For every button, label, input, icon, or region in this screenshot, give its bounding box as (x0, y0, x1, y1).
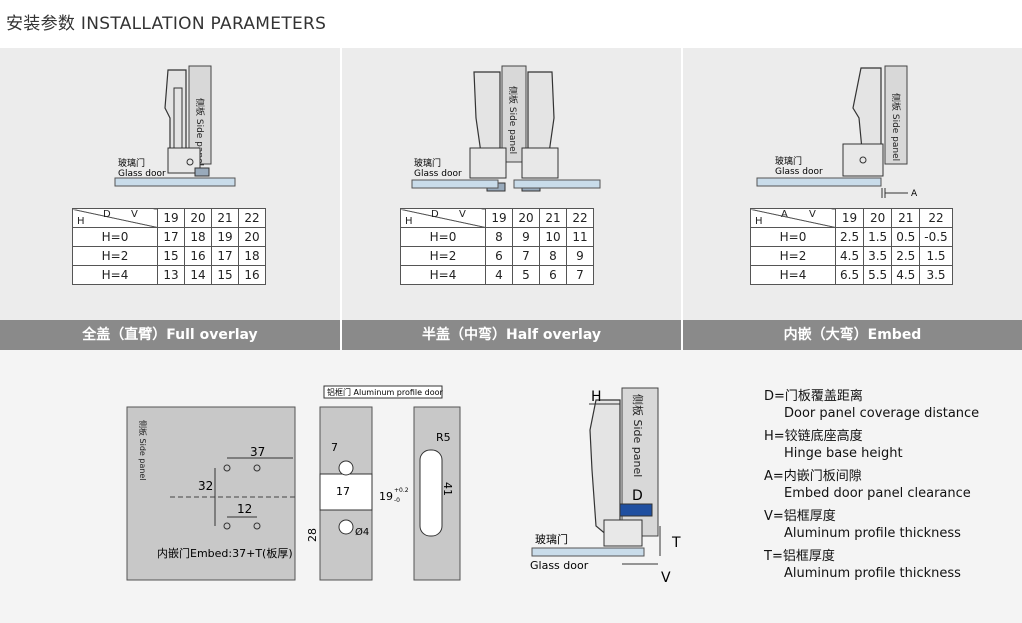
tol-minus: -0 (394, 497, 400, 504)
glass-label-cn: 玻璃门 (775, 155, 802, 167)
side-panel-label: 侧板 Side panel (890, 93, 902, 161)
drill-pattern-drawing: 侧板 Side panel 37 32 12 内嵌门Embed:37+T(板厚) (126, 406, 296, 581)
hole-dia: Ø4 (355, 526, 369, 538)
side-panel-label: 侧板 Side panel (631, 394, 645, 477)
page-title: 安装参数 INSTALLATION PARAMETERS (6, 14, 327, 34)
dim-19: 19 (379, 490, 393, 503)
table-corner: D V H (400, 208, 486, 228)
side-panel-label: 侧板 Side panel (507, 86, 519, 154)
glass-label-en: Glass door (530, 559, 589, 572)
dim-7: 7 (331, 441, 338, 454)
label-h: H (591, 389, 602, 405)
glass-label-cn: 玻璃门 (414, 157, 441, 169)
panel-embed: 侧板 Side panel A 玻璃门 Glass door A V H 19 … (683, 48, 1022, 350)
panel-footer: 内嵌（大弯）Embed (683, 320, 1022, 350)
dim-17: 17 (336, 485, 350, 498)
table-corner: D V H (72, 208, 158, 228)
glass-label-en: Glass door (414, 169, 462, 179)
panel-half-overlay: 侧板 Side panel 玻璃门 Glass door D V H 19 20… (342, 48, 681, 350)
dim-37: 37 (250, 445, 265, 459)
panel-full-overlay: 侧板 Side panel 玻璃门 Glass door D V H 19 20… (0, 48, 340, 350)
dim-41: 41 (441, 482, 454, 496)
glass-label-cn: 玻璃门 (118, 157, 145, 169)
profile-label: 铝框门 Aluminum profile door (327, 387, 443, 397)
glass-label-cn: 玻璃门 (535, 532, 568, 546)
glass-label-en: Glass door (118, 169, 166, 179)
label-d: D (632, 488, 643, 504)
label-t: T (671, 535, 681, 551)
side-panel-label: 侧板 Side panel (138, 420, 148, 481)
table-corner: A V H (750, 208, 836, 228)
profile-drawing: 铝框门 Aluminum profile door 7 17 19 +0.2 -… (306, 385, 461, 581)
dim-28: 28 (306, 528, 319, 542)
panel-footer: 半盖（中弯）Half overlay (342, 320, 681, 350)
tol-plus: +0.2 (394, 487, 409, 494)
full-overlay-hinge-diagram: 侧板 Side panel 玻璃门 Glass door (114, 65, 236, 187)
gap-label: A (911, 189, 918, 198)
glass-label-en: Glass door (775, 167, 823, 177)
bottom-section: 侧板 Side panel 37 32 12 内嵌门Embed:37+T(板厚)… (0, 350, 1022, 623)
panel-footer: 全盖（直臂）Full overlay (0, 320, 340, 350)
dim-12: 12 (237, 502, 252, 516)
dim-32: 32 (198, 479, 213, 493)
embed-note: 内嵌门Embed:37+T(板厚) (157, 546, 293, 560)
half-overlay-hinge-diagram: 侧板 Side panel 玻璃门 Glass door (411, 65, 601, 192)
label-v: V (661, 570, 671, 586)
dim-r5: R5 (436, 431, 451, 444)
installation-drawings: 侧板 Side panel 37 32 12 内嵌门Embed:37+T(板厚)… (126, 385, 681, 586)
embed-hinge-diagram: 侧板 Side panel A 玻璃门 Glass door (756, 65, 918, 198)
hinge-section-drawing: 侧板 Side panel H D T V 玻璃门 Glass door (530, 387, 681, 586)
